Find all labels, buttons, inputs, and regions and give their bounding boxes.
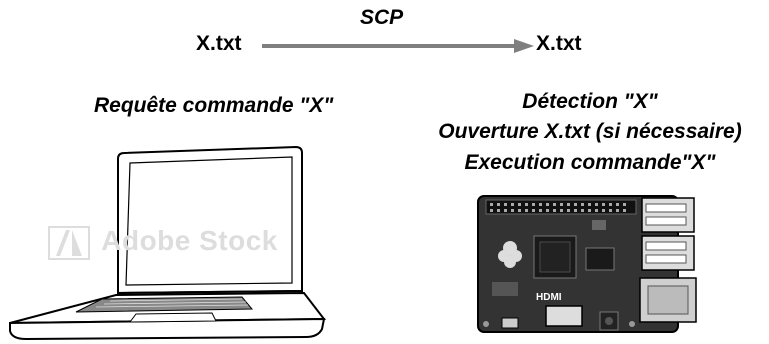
- step-open-file: Ouverture X.txt (si nécessaire): [438, 120, 742, 143]
- source-file-label: X.txt: [196, 32, 242, 55]
- step-detection: Détection "X": [522, 90, 658, 113]
- laptop-icon: [9, 145, 327, 341]
- watermark-text: Adobe Stock: [101, 225, 278, 256]
- laptop-caption: Requête commande "X": [94, 94, 334, 117]
- step-execute: Execution commande"X": [464, 151, 716, 174]
- hdmi-label: HDMI: [536, 292, 562, 303]
- transfer-arrow: [262, 39, 534, 53]
- raspberry-pi-board-icon: HDMI: [477, 195, 697, 333]
- watermark: Adobe Stock: [48, 225, 278, 260]
- destination-file-label: X.txt: [536, 32, 582, 55]
- adobe-logo-icon: [48, 225, 90, 260]
- scp-label: SCP: [360, 6, 404, 29]
